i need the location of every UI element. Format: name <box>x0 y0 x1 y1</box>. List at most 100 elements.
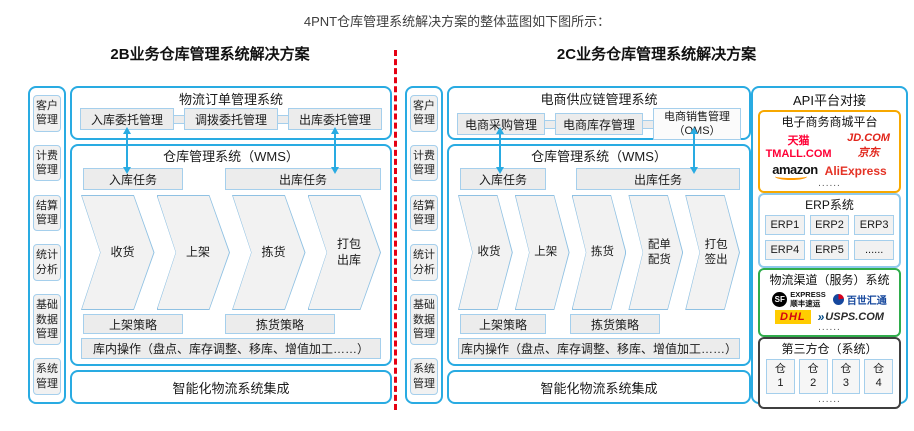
putaway-strategy-box: 上架策略 <box>460 314 546 334</box>
api-panel-title: API平台对接 <box>793 93 866 108</box>
process-chevron-receive: 收货 <box>81 195 155 310</box>
wms-box-2c: 仓库管理系统（WMS） 入库任务 出库任务 收货 上架 <box>447 144 751 366</box>
chevron-label: 收货 <box>110 244 135 259</box>
chevron-label: 上架 <box>534 246 558 259</box>
panel-2c: 客户 管理 计费 管理 结算 管理 统计 分析 基础 数据 管理 系统 管理 电… <box>405 86 751 404</box>
best-express-circle-icon <box>832 293 844 305</box>
sidebar-item-system-mgmt: 系统 管理 <box>33 358 61 395</box>
section-header-2b: 2B业务仓库管理系统解决方案 <box>110 46 310 63</box>
process-chevron-pack-ship: 打包 出库 <box>307 195 381 310</box>
sidebar-item-customer-mgmt: 客户 管理 <box>410 95 438 132</box>
ellipsis-more: ...... <box>818 322 841 333</box>
usps-logo-icon: USPS.COM <box>818 310 884 324</box>
wms-title: 仓库管理系统（WMS） <box>163 149 299 164</box>
erp-cell-more: ...... <box>854 240 894 260</box>
sidebar-item-basic-data-mgmt: 基础 数据 管理 <box>410 294 438 346</box>
process-chevron-receive: 收货 <box>458 195 513 310</box>
double-arrow-inbound <box>123 127 131 174</box>
process-chevron-pick: 拣货 <box>232 195 306 310</box>
sidebar-item-billing-mgmt: 计费 管理 <box>410 144 438 182</box>
strategy-row: 上架策略 拣货策略 <box>458 314 740 334</box>
erp-cell: ERP3 <box>854 215 894 235</box>
brand-row: amazon AliExpress <box>763 162 896 180</box>
warehouse-operations-box: 库内操作（盘点、库存调整、移库、增值加工……） <box>81 338 381 359</box>
ecommerce-mall-title: 电子商务商城平台 <box>781 115 878 129</box>
inbound-task-box: 入库任务 <box>460 168 546 190</box>
intelligent-logistics-integration-box: 智能化物流系统集成 <box>70 370 392 404</box>
erp-cell: ERP2 <box>809 215 850 235</box>
ecommerce-sales-oms-box: 电商销售管理 （OMS） <box>653 108 741 140</box>
tmall-logo-icon: 天猫TMALL.COM <box>765 135 832 160</box>
process-chevron-pack-signout: 打包 签出 <box>685 195 740 310</box>
sidebar-item-customer-mgmt: 客户 管理 <box>33 95 61 132</box>
inbound-task-box: 入库任务 <box>83 168 183 190</box>
aliexpress-logo-icon: AliExpress <box>824 164 887 178</box>
wms-title: 仓库管理系统（WMS） <box>531 149 667 164</box>
chevron-label: 收货 <box>477 246 501 259</box>
erp-cell: ERP4 <box>765 240 805 260</box>
double-arrow-outbound <box>690 127 698 174</box>
section-header-2c: 2C业务仓库管理系统解决方案 <box>556 46 757 63</box>
outbound-task-box: 出库任务 <box>225 168 381 190</box>
order-system-title: 物流订单管理系统 <box>178 92 283 107</box>
intelligent-logistics-integration-box: 智能化物流系统集成 <box>447 370 751 404</box>
jd-logo-icon: JD.COM 京东 <box>847 132 890 159</box>
warehouse-cell: 仓 1 <box>766 359 795 394</box>
process-chevron-row: 收货 上架 拣货 打包 出库 <box>81 195 381 310</box>
ellipsis-more: ...... <box>818 178 841 189</box>
chevron-label: 打包 签出 <box>704 238 728 266</box>
process-chevron-pick: 拣货 <box>571 195 627 310</box>
panel-2b: 客户 管理 计费 管理 结算 管理 统计 分析 基础 数据 管理 系统 管理 物… <box>28 86 392 404</box>
connector <box>545 119 555 129</box>
sidebar-item-billing-mgmt: 计费 管理 <box>33 144 61 182</box>
best-express-logo-icon: 百世汇通 <box>832 292 887 307</box>
sf-express-logo-icon: SF EXPRESS 顺丰速运 <box>772 290 826 308</box>
ecommerce-supply-chain-box: 电商供应链管理系统 电商采购管理 电商库存管理 电商销售管理 （OMS） <box>447 86 751 140</box>
third-party-warehouse-title: 第三方仓（系统） <box>781 342 878 356</box>
picking-strategy-box: 拣货策略 <box>225 314 335 334</box>
third-party-warehouse-box: 第三方仓（系统） 仓 1 仓 2 仓 3 仓 4 ...... <box>758 337 901 409</box>
amazon-logo-icon: amazon <box>772 162 818 180</box>
warehouse-cell: 仓 4 <box>864 359 893 394</box>
ecommerce-mall-platform-box: 电子商务商城平台 天猫TMALL.COM JD.COM 京东 amazon Al… <box>758 110 901 193</box>
ellipsis-more: ...... <box>818 393 841 405</box>
sf-circle-badge-icon: SF <box>772 291 788 307</box>
chevron-label: 拣货 <box>591 246 615 259</box>
warehouse-grid: 仓 1 仓 2 仓 3 仓 4 <box>763 357 896 396</box>
logistics-channel-system-box: 物流渠道（服务）系统 SF EXPRESS 顺丰速运 百世汇通 DHL USPS… <box>758 268 901 337</box>
supply-chain-row: 电商采购管理 电商库存管理 电商销售管理 （OMS） <box>457 108 741 140</box>
erp-cell: ERP5 <box>809 240 850 260</box>
usps-label: USPS.COM <box>825 311 884 323</box>
connector <box>278 114 288 124</box>
putaway-strategy-box: 上架策略 <box>83 314 183 334</box>
connector <box>174 114 184 124</box>
task-row: 入库任务 出库任务 <box>458 168 740 190</box>
sidebar-item-settlement-mgmt: 结算 管理 <box>410 194 438 232</box>
api-panel: API平台对接 电子商务商城平台 天猫TMALL.COM JD.COM 京东 a… <box>751 86 908 409</box>
page-title: 4PNT仓库管理系统解决方案的整体蓝图如下图所示： <box>303 14 611 29</box>
main-column-2c: 电商供应链管理系统 电商采购管理 电商库存管理 电商销售管理 （OMS） 仓库管… <box>447 86 751 404</box>
connector <box>643 119 653 129</box>
brand-row: DHL USPS.COM <box>763 310 896 324</box>
chevron-label: 配单 配货 <box>647 238 671 266</box>
chevron-label: 拣货 <box>261 244 286 259</box>
sidebar-item-statistics: 统计 分析 <box>33 244 61 282</box>
ecommerce-purchase-box: 电商采购管理 <box>457 113 545 135</box>
erp-system-title: ERP系统 <box>805 198 854 212</box>
strategy-row: 上架策略 拣货策略 <box>81 314 381 334</box>
double-arrow-inbound <box>496 127 504 174</box>
outbound-task-box: 出库任务 <box>576 168 740 190</box>
sidebar-item-statistics: 统计 分析 <box>410 244 438 282</box>
chevron-label: 上架 <box>186 244 211 259</box>
best-express-label: 百世汇通 <box>846 295 887 307</box>
sidebar-2c: 客户 管理 计费 管理 结算 管理 统计 分析 基础 数据 管理 系统 管理 <box>405 86 443 404</box>
wms-box-2b: 仓库管理系统（WMS） 入库任务 出库任务 收货 上架 <box>70 144 392 366</box>
chevron-label: 打包 出库 <box>337 236 362 267</box>
sidebar-item-settlement-mgmt: 结算 管理 <box>33 194 61 232</box>
picking-strategy-box: 拣货策略 <box>570 314 660 334</box>
process-chevron-row: 收货 上架 拣货 配单 配货 <box>458 195 740 310</box>
sidebar-2b: 客户 管理 计费 管理 结算 管理 统计 分析 基础 数据 管理 系统 管理 <box>28 86 66 404</box>
sidebar-item-basic-data-mgmt: 基础 数据 管理 <box>33 294 61 346</box>
process-chevron-putaway: 上架 <box>514 195 570 310</box>
